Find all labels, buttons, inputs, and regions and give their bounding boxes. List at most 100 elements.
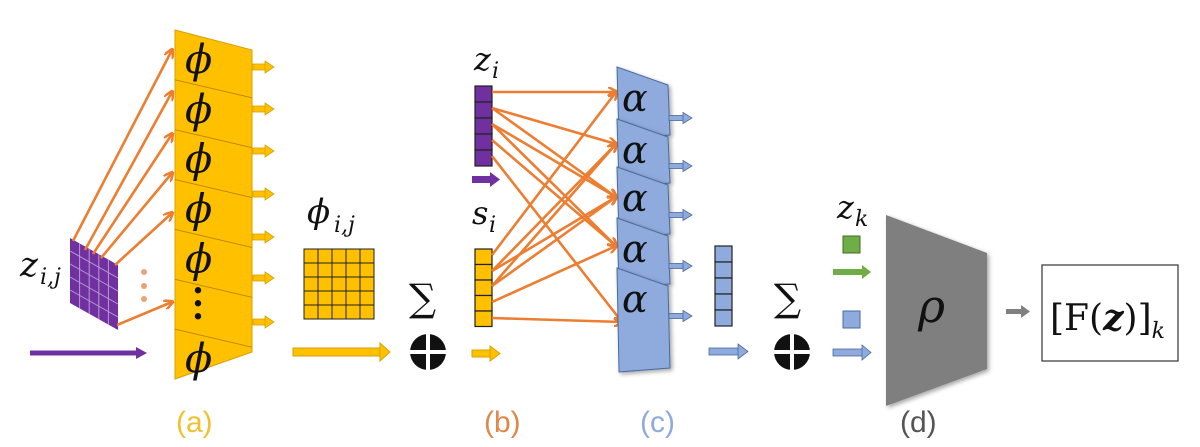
phi-row-divider (174, 228, 253, 248)
phi-grid-cell (359, 248, 375, 264)
alpha-output-arrow-head (682, 159, 693, 173)
phi-grid-cell (317, 248, 333, 264)
output-prefix: [F( (1050, 298, 1103, 339)
grid-to-phi-arrow (100, 173, 172, 259)
alpha-output-arrow-head (682, 208, 693, 222)
phi-row-divider (174, 328, 253, 348)
si-cell (474, 279, 493, 297)
alpha-vec-cell (714, 277, 733, 295)
sum-symbol-1: ∑ (409, 276, 436, 320)
grid-background (70, 238, 118, 330)
phi-output-arrow (252, 271, 275, 285)
ellipsis-dot (141, 269, 147, 275)
grid-line (69, 263, 119, 292)
phi-grid-cell (331, 304, 347, 320)
output-subscript: k (1152, 319, 1165, 344)
alpha-label: α (622, 227, 648, 271)
output-z-bold: z (1102, 297, 1125, 339)
phi-grid-cell (359, 304, 375, 320)
grid-to-phi-arrow (71, 50, 172, 242)
zi-to-alpha-arrow (491, 106, 616, 144)
alpha-output-arrow-shaft (668, 212, 685, 218)
phi-label: ϕ (185, 336, 212, 382)
phi-output-arrow (252, 60, 275, 74)
phi-label: ϕ (185, 187, 212, 233)
zk-symbol: z (836, 188, 855, 226)
phi-grid-cell (359, 276, 375, 292)
phi-grid-cell (303, 304, 319, 320)
phi-output-arrow-shaft (252, 190, 267, 198)
alpha-label: α (622, 128, 648, 172)
phi-grid-cell (359, 290, 375, 306)
zi-cell (474, 85, 493, 103)
alpha-output-arrow-shaft (668, 163, 685, 169)
alpha-block (616, 166, 671, 239)
phi-grid-cell (317, 304, 333, 320)
phi-output-arrow (252, 315, 275, 329)
input-ellipsis-dots (141, 269, 147, 302)
si-cell (474, 263, 493, 281)
sum-blue-arrow (832, 344, 872, 361)
si-to-alpha-arrow (491, 316, 622, 322)
zk-subscript: k (855, 207, 868, 232)
phi-grid-cell (331, 262, 347, 278)
purple-input-arrow (30, 347, 147, 359)
zi-to-alpha-arrow (491, 123, 616, 246)
alpha-vec-cell (714, 309, 733, 327)
phi-output-arrow-head (264, 315, 275, 329)
phi-label: ϕ (185, 87, 212, 133)
zi-to-alpha-arrow (491, 139, 616, 246)
alpha-output-arrow-head (682, 309, 693, 323)
sum-plus-circle-icon-2 (773, 333, 811, 371)
phi-grid-cell (331, 248, 347, 264)
output-suffix: )] (1124, 298, 1152, 339)
alpha-output-arrow (668, 159, 693, 173)
section-d: z k ρ [F(z)]k (d) (832, 188, 1179, 439)
alpha-vec-cell (714, 293, 733, 311)
phi-output-arrow-head (264, 144, 275, 158)
output-expression: [F(z)]k (1050, 297, 1165, 344)
zi-symbol: z (473, 40, 492, 78)
phi-output-arrow-head (264, 230, 275, 244)
alpha-output-arrow (668, 208, 693, 222)
phi-grid-cell (303, 262, 319, 278)
section-b: z i s i (b) (471, 40, 622, 439)
phi-row-divider (174, 129, 253, 149)
si-to-alpha-arrow (491, 246, 616, 304)
sum-operator-1: ∑ (409, 276, 447, 371)
alpha-block (616, 66, 671, 140)
alpha-output-arrow-head (682, 111, 693, 125)
alpha-output-arrow (668, 259, 693, 273)
phi-label: ϕ (185, 37, 212, 83)
alpha-label: α (622, 277, 648, 321)
phi-output-arrow-shaft (252, 274, 267, 282)
si-to-alpha-arrow (490, 92, 616, 256)
phi-output-arrow (252, 144, 275, 158)
alpha-vec-cell (714, 245, 733, 263)
si-cell (474, 294, 493, 312)
zi-to-alpha-arrow (491, 122, 616, 197)
section-b-label: (b) (484, 406, 521, 439)
alpha-block (616, 118, 671, 188)
si-to-alpha-arrow (491, 144, 616, 272)
section-d-label: (d) (900, 406, 937, 439)
phi-row-divider (174, 79, 253, 99)
grid-to-phi-arrows (71, 50, 172, 327)
alpha-vector-arrow (708, 343, 749, 360)
phi-network-block (174, 29, 253, 380)
zi-cell (474, 117, 493, 135)
phi-output-arrow (252, 102, 275, 116)
phi-output-arrow-head (264, 102, 275, 116)
si-arrow (471, 345, 501, 362)
phi-grid-cell (303, 248, 319, 264)
zi-vector (474, 85, 493, 167)
phi-ij-grid (303, 248, 375, 320)
phi-output-arrow-head (264, 187, 275, 201)
alpha-output-arrow-shaft (668, 313, 685, 319)
si-cell (474, 248, 493, 266)
phi-grid-cell (345, 276, 361, 292)
grid-line (69, 276, 119, 305)
